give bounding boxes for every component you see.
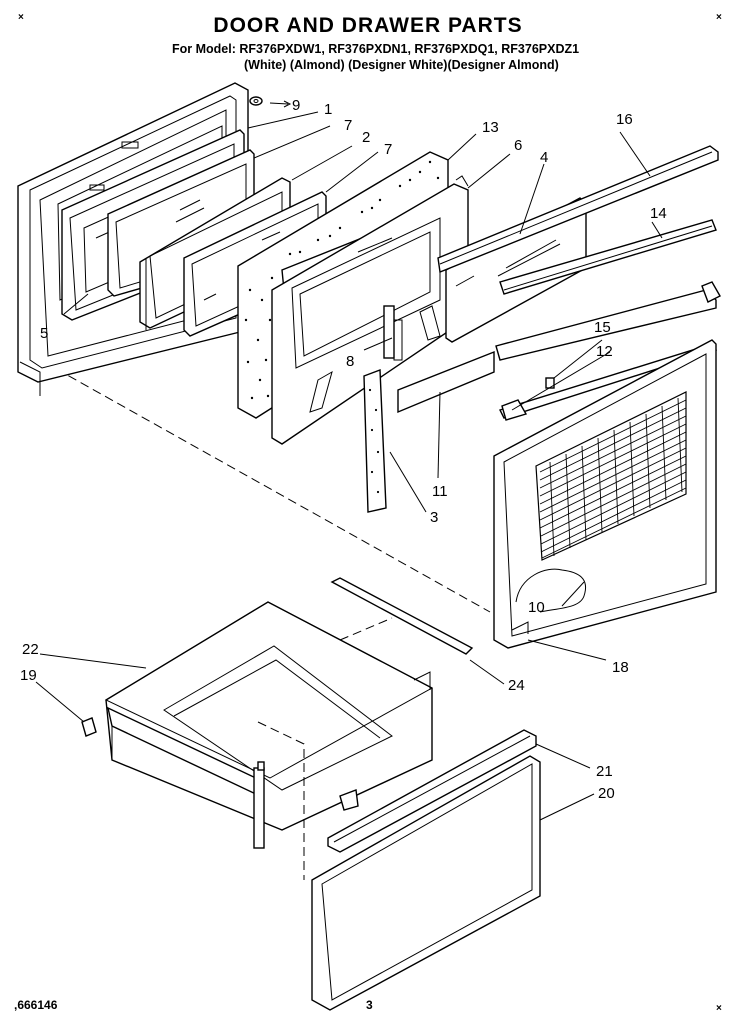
callout-21: 21	[596, 763, 613, 780]
diagram-code: ,666146	[14, 998, 58, 1012]
door-stop-bumper	[249, 96, 263, 106]
oven-door-outer-panel-front	[493, 339, 717, 649]
callout-8: 8	[346, 353, 354, 370]
callout-13: 13	[482, 119, 499, 136]
callout-5: 5	[40, 325, 48, 342]
door-handle	[437, 145, 719, 273]
callout-10: 10	[528, 599, 545, 616]
callout-1: 1	[324, 101, 332, 118]
callout-7-upper: 7	[344, 117, 352, 134]
vent-trim	[363, 369, 387, 513]
model-colors: (White) (Almond) (Designer White)(Design…	[244, 58, 559, 72]
corner-mark-top-left: ×	[18, 12, 24, 23]
callout-7-lower: 7	[384, 141, 392, 158]
drawer-clip	[81, 717, 97, 737]
callout-3: 3	[430, 509, 438, 526]
drawer-front-trim	[327, 729, 537, 853]
corner-mark-top-right: ×	[716, 12, 722, 23]
callout-11: 11	[432, 483, 448, 500]
leader-lines	[35, 100, 663, 821]
callout-15: 15	[594, 319, 611, 336]
callout-6: 6	[514, 137, 522, 154]
diagram-title: DOOR AND DRAWER PARTS	[213, 14, 523, 37]
page-number: 3	[366, 998, 373, 1012]
callout-9: 9	[292, 97, 300, 114]
callout-14: 14	[650, 205, 667, 222]
model-numbers: For Model: RF376PXDW1, RF376PXDN1, RF376…	[172, 42, 580, 56]
door-handle-trim	[397, 350, 495, 414]
door-top-trim	[499, 219, 717, 295]
corner-mark-bottom-right: ×	[716, 1003, 722, 1014]
callout-4: 4	[540, 149, 548, 166]
callout-24: 24	[508, 677, 525, 694]
callout-19: 19	[20, 667, 37, 684]
callout-labels: 9 1 7 2 7 13 6 4 16 14 5 8 15 12 11 3 10…	[20, 97, 667, 802]
callout-16: 16	[616, 111, 633, 128]
callout-20: 20	[598, 785, 615, 802]
drawer-slide-rail	[330, 577, 474, 655]
drawer-body	[104, 601, 434, 849]
callout-2: 2	[362, 129, 370, 146]
callout-18: 18	[612, 659, 629, 676]
callout-22: 22	[22, 641, 39, 658]
door-vent-channel	[495, 281, 721, 421]
callout-12: 12	[596, 343, 613, 360]
drawer-front	[311, 755, 541, 1011]
